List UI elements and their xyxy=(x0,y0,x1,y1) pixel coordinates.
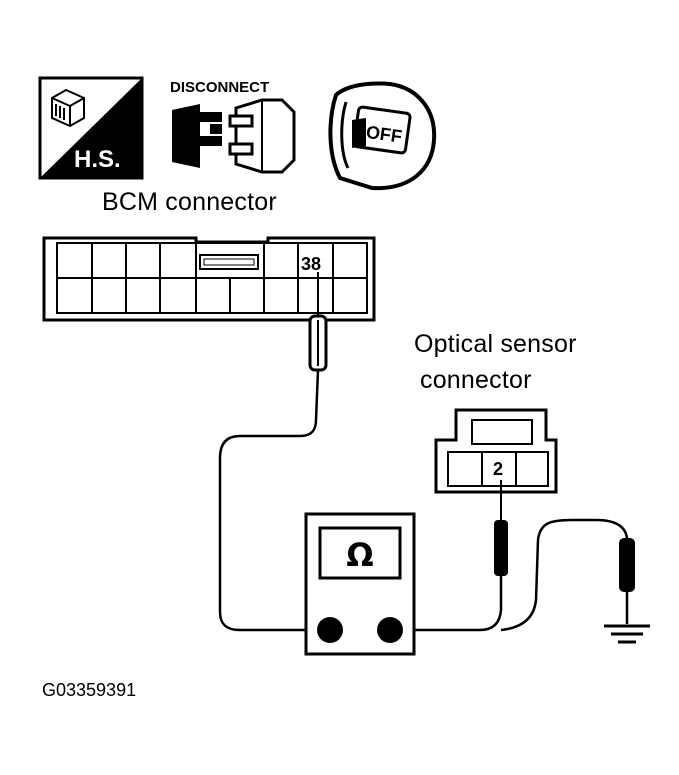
sensor-pin-label: 2 xyxy=(493,459,503,479)
figure-id: G03359391 xyxy=(42,680,137,700)
ignition-off-text: OFF xyxy=(365,122,403,147)
test-leads xyxy=(218,369,629,632)
disconnect-icon: DISCONNECT xyxy=(170,79,296,174)
ohm-symbol: Ω xyxy=(346,536,373,574)
bcm-pin-label: 38 xyxy=(301,254,321,274)
bcm-connector: 38 xyxy=(42,236,376,322)
ohmmeter: Ω xyxy=(304,512,416,656)
hs-icon-text: H.S. xyxy=(74,146,121,173)
meter-terminal-right xyxy=(377,617,403,643)
ground-icon xyxy=(604,624,650,644)
harness-switch-icon: H.S. xyxy=(38,76,144,180)
ignition-off-icon: OFF xyxy=(328,81,437,191)
meter-terminal-left xyxy=(317,617,343,643)
disconnect-label: DISCONNECT xyxy=(170,79,269,96)
probe-sensor xyxy=(494,480,508,576)
bcm-connector-title: BCM connector xyxy=(102,188,277,216)
sensor-connector-title-line1: Optical sensor xyxy=(414,330,577,358)
probe-ground xyxy=(619,538,635,592)
optical-sensor-connector: 2 xyxy=(434,408,558,494)
sensor-connector-title-line2: connector xyxy=(420,366,532,394)
